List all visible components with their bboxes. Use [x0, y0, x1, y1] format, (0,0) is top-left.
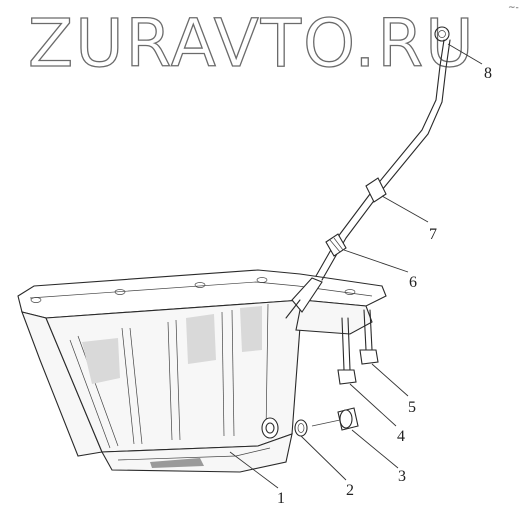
corner-mark: ~-: [508, 3, 519, 13]
leader-lines: [229, 43, 483, 489]
callout-8: 8: [484, 65, 492, 82]
callout-7: 7: [429, 226, 437, 243]
callout-1: 1: [277, 490, 285, 507]
bolt-5: [359, 309, 379, 365]
watermark-text: ZURAVTO.RU: [28, 5, 476, 82]
callout-2: 2: [346, 482, 354, 499]
callout-labels: 1 2 3 4 5 6 7 8: [277, 65, 492, 507]
callout-3: 3: [398, 468, 406, 485]
drain-plug: [311, 407, 359, 431]
drain-washer: [294, 419, 308, 437]
callout-4: 4: [397, 428, 405, 445]
tube-fitting: [325, 233, 347, 257]
bolt-4: [337, 317, 357, 385]
dipstick-tube: [315, 26, 451, 281]
tube-sleeve: [365, 177, 387, 203]
oil-pan: [17, 269, 387, 473]
callout-6: 6: [409, 274, 417, 291]
callout-5: 5: [408, 399, 416, 416]
